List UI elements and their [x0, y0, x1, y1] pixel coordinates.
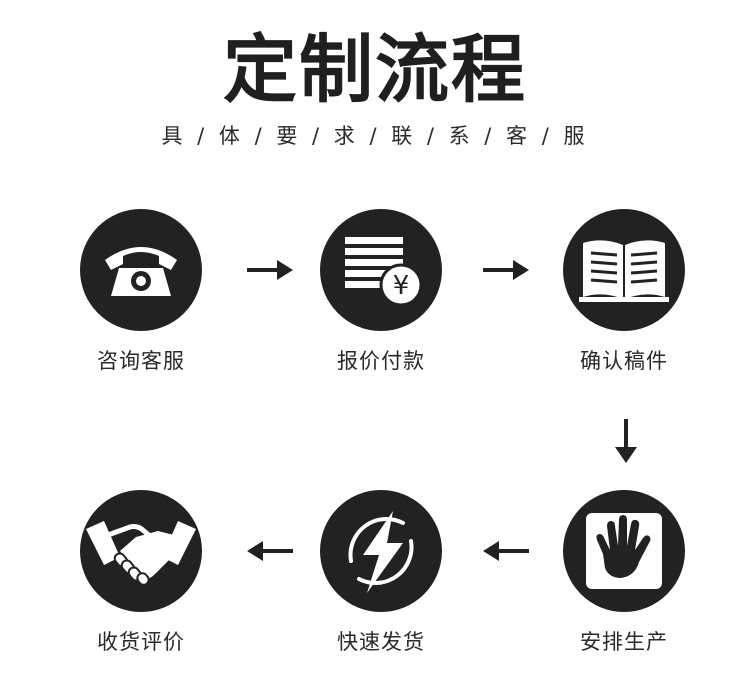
step-circle	[563, 209, 685, 331]
arrow-down-icon	[615, 419, 637, 463]
arrow-left-icon	[247, 541, 293, 561]
step-label: 确认稿件	[580, 349, 668, 373]
arrow-left-icon	[483, 541, 529, 561]
title-block: 定制流程	[0, 27, 750, 116]
yuan-symbol: ¥	[393, 271, 410, 301]
arrow-right-icon	[247, 260, 293, 280]
step-label: 咨询客服	[97, 349, 185, 373]
hand-icon	[586, 513, 662, 589]
step-label: 安排生产	[580, 630, 668, 654]
page-title: 定制流程	[223, 27, 527, 116]
page-title-text: 定制流程	[223, 27, 527, 113]
open-book-icon	[579, 240, 669, 302]
telephone-icon	[105, 247, 177, 296]
step-review: 收货评价	[56, 490, 226, 656]
step-circle	[80, 209, 202, 331]
bill-yuan-icon: ¥	[345, 237, 423, 307]
step-label: 报价付款	[337, 349, 425, 373]
lightning-icon	[348, 511, 414, 593]
handshake-icon	[86, 521, 196, 586]
step-label: 快速发货	[337, 630, 425, 654]
step-production: 安排生产	[539, 490, 709, 656]
step-fast-shipping: 快速发货	[296, 490, 466, 656]
arrow-right-icon	[483, 260, 529, 280]
step-consult: 咨询客服	[56, 209, 226, 375]
step-circle	[563, 490, 685, 612]
step-label: 收货评价	[97, 630, 185, 654]
step-circle: ¥	[320, 209, 442, 331]
step-quote-payment: ¥ 报价付款	[296, 209, 466, 375]
step-confirm-draft: 确认稿件	[539, 209, 709, 375]
step-circle	[320, 490, 442, 612]
step-circle	[80, 490, 202, 612]
page-subtitle: 具 / 体 / 要 / 求 / 联 / 系 / 客 / 服	[161, 124, 589, 148]
